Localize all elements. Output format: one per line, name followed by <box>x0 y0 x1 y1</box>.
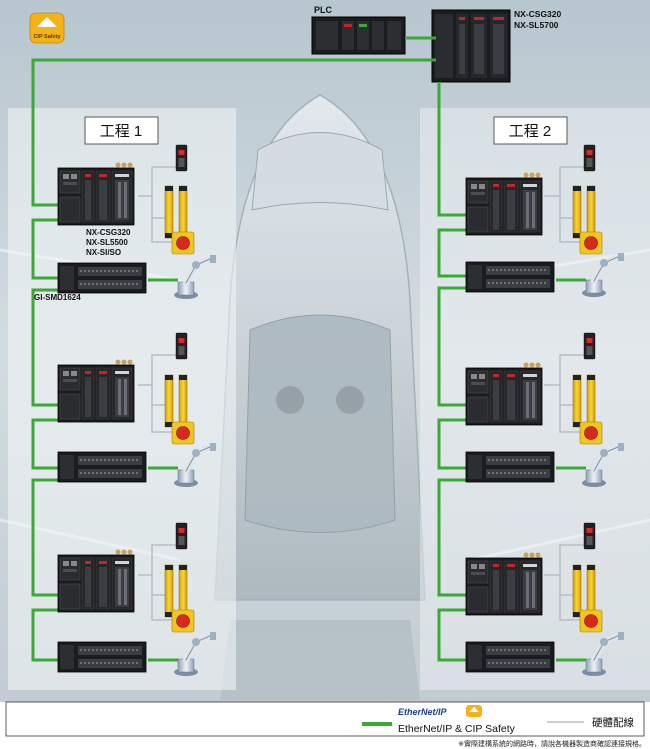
process-2-title-box: 工程 2 <box>493 116 568 145</box>
io-terminal-icon <box>465 641 555 673</box>
io-terminal-icon <box>465 261 555 293</box>
ethernet-ip-logo-icon: EtherNet/IP <box>398 705 482 717</box>
safety-controller-icon <box>57 359 135 423</box>
safety-lamp-icon <box>583 144 596 172</box>
plc-icon <box>311 16 406 55</box>
legend-brand: EtherNet/IP <box>398 707 448 717</box>
master-model-line2: NX-SL5700 <box>514 20 559 30</box>
badge-label: CIP Safety <box>33 34 61 40</box>
process-2-title: 工程 2 <box>509 123 552 140</box>
process-1-controller-model-3: NX-SI/SO <box>86 248 121 257</box>
emergency-stop-icon <box>579 609 603 633</box>
safety-controller-icon <box>57 162 135 226</box>
master-safety-controller-icon <box>431 9 511 83</box>
process-1-controller-model-2: NX-SL5500 <box>86 238 128 247</box>
safety-controller-icon <box>465 172 543 236</box>
io-terminal-icon <box>465 451 555 483</box>
safety-controller-icon <box>465 552 543 616</box>
hardwire-lines <box>138 166 585 621</box>
emergency-stop-icon <box>171 231 195 255</box>
emergency-stop-icon <box>171 609 195 633</box>
plc-label: PLC <box>314 5 333 15</box>
emergency-stop-icon <box>171 421 195 445</box>
cip-safety-badge-icon: CIP Safety <box>29 12 65 44</box>
safety-lamp-icon <box>583 332 596 360</box>
io-terminal-icon <box>57 641 147 673</box>
io-terminal-icon <box>57 262 147 294</box>
legend-green-line-label: EtherNet/IP & CIP Safety <box>398 723 516 735</box>
safety-lamp-icon <box>175 332 188 360</box>
safety-controller-icon <box>57 549 135 613</box>
process-1-title: 工程 1 <box>100 123 143 140</box>
safety-lamp-icon <box>175 144 188 172</box>
ethernet-ip-network-lines <box>31 36 586 662</box>
safety-lamp-icon <box>583 522 596 550</box>
legend: EtherNet/IP EtherNet/IP & CIP Safety 硬體配… <box>5 701 645 737</box>
footnote: ※實際建構系統的網路時，請說各機器製造商確認連接規格。 <box>458 739 646 748</box>
master-model-line1: NX-CSG320 <box>514 9 562 19</box>
safety-lamp-icon <box>175 522 188 550</box>
emergency-stop-icon <box>579 421 603 445</box>
car-body-illustration <box>0 94 650 700</box>
legend-gray-line-label: 硬體配線 <box>592 716 634 729</box>
safety-controller-icon <box>465 362 543 426</box>
emergency-stop-icon <box>579 231 603 255</box>
process-1-controller-model-1: NX-CSG320 <box>86 228 131 237</box>
process-1-io-model: GI-SMD1624 <box>34 293 81 302</box>
io-terminal-icon <box>57 451 147 483</box>
process-1-title-box: 工程 1 <box>84 116 159 145</box>
